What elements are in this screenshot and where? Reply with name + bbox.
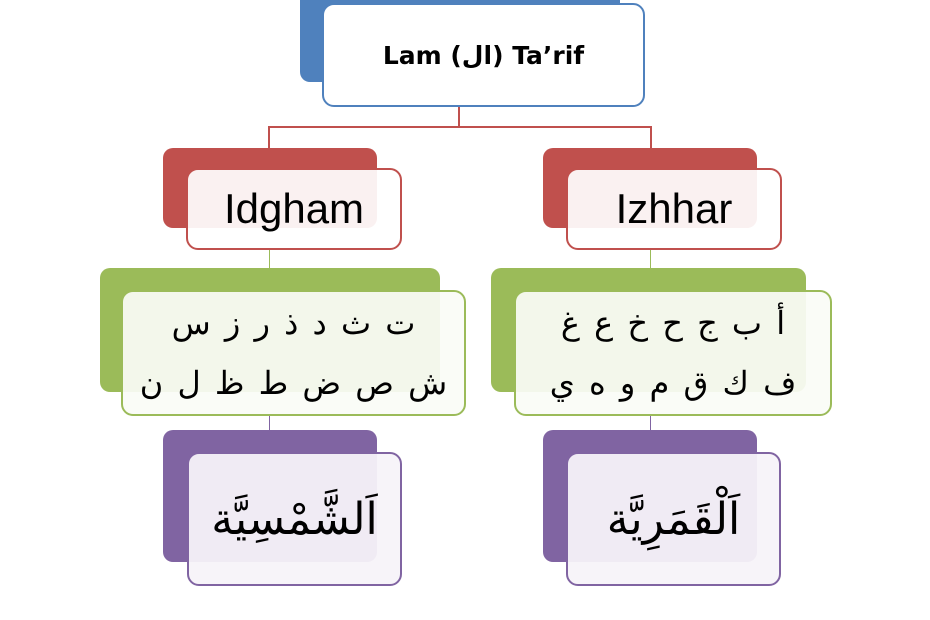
root-title: Lam (ال) Ta’rif [382,40,585,70]
branch-connector-right [650,126,652,150]
root-connector [458,106,460,127]
idgham-letters-row1: ت ث د ذ ر ز س [171,304,416,342]
purple-connector-left [269,416,270,432]
branch-connector-left [268,126,270,150]
izhhar-letters-box: أ ب ج ح خ ع غ ف ك ق م و ه ي [514,290,832,416]
izhhar-letters-row1: أ ب ج ح خ ع غ [560,304,786,342]
purple-connector-right [650,416,651,432]
green-connector-right [650,250,651,270]
branch-connector-horizontal [268,126,652,128]
idgham-label: Idgham [223,185,365,232]
izhhar-term-box: اَلْقَمَرِيَّة [566,452,781,586]
idgham-letters-box: ت ث د ذ ر ز س ش ص ض ط ظ ل ن [121,290,466,416]
root-box: Lam (ال) Ta’rif [322,3,645,107]
idgham-term: اَلشَّمْسِيَّة [211,493,378,545]
idgham-term-box: اَلشَّمْسِيَّة [187,452,402,586]
idgham-box: Idgham [186,168,402,250]
green-connector-left [269,250,270,270]
izhhar-box: Izhhar [566,168,782,250]
izhhar-letters-row2: ف ك ق م و ه ي [549,364,797,402]
izhhar-term: اَلْقَمَرِيَّة [606,493,741,545]
izhhar-label: Izhhar [615,185,733,232]
idgham-letters-row2: ش ص ض ط ظ ل ن [139,364,448,402]
